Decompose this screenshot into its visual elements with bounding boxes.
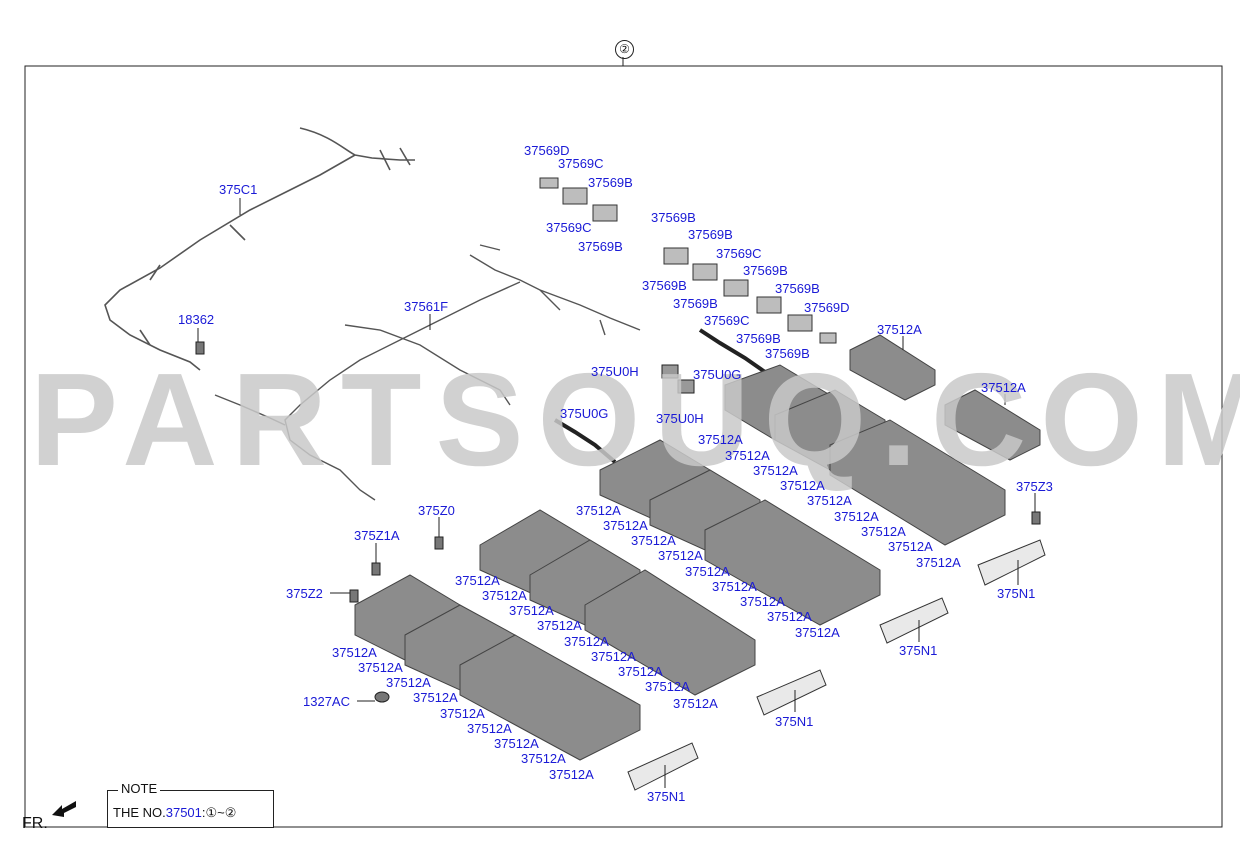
part-label-375u0g-b[interactable]: 375U0G — [560, 406, 609, 421]
front-direction: FR. — [22, 801, 76, 833]
part-label-37512a-g4e[interactable]: 37512A — [807, 493, 852, 508]
part-label-37512a-g3g[interactable]: 37512A — [740, 594, 785, 609]
part-label-37512a-g3e[interactable]: 37512A — [685, 564, 730, 579]
wiring-harness-375C1 — [104, 127, 415, 371]
wiring-harness-37561F — [214, 244, 641, 501]
part-label-37569b-h[interactable]: 37569B — [673, 296, 718, 311]
part-label-1327ac[interactable]: 1327AC — [303, 694, 350, 709]
part-label-37561f[interactable]: 37561F — [404, 299, 449, 314]
part-label-375n1-c[interactable]: 375N1 — [775, 714, 814, 729]
part-label-37512a-g3h[interactable]: 37512A — [767, 609, 812, 624]
part-label-37512a-g1d[interactable]: 37512A — [413, 690, 458, 705]
side-covers — [627, 539, 1046, 791]
fr-label: FR. — [22, 815, 48, 832]
part-label-37512a-g4a[interactable]: 37512A — [698, 432, 743, 447]
part-label-37569c-b[interactable]: 37569C — [546, 220, 592, 235]
part-label-375c1[interactable]: 375C1 — [219, 182, 258, 197]
part-label-37512a-g1i[interactable]: 37512A — [549, 767, 594, 782]
part-label-37512a-top1[interactable]: 37512A — [877, 322, 922, 337]
part-label-37569b-a[interactable]: 37569B — [588, 175, 633, 190]
part-label-375z0[interactable]: 375Z0 — [418, 503, 455, 518]
part-label-37512a-g2e[interactable]: 37512A — [564, 634, 609, 649]
leader-lines — [197, 198, 1036, 788]
part-label-37569b-e[interactable]: 37569B — [743, 263, 788, 278]
part-label-375u0h-b[interactable]: 375U0H — [656, 411, 704, 426]
note-suffix: :①~② — [201, 805, 237, 820]
reference-circle: ② — [615, 40, 634, 59]
part-label-37512a-g1h[interactable]: 37512A — [521, 751, 566, 766]
part-label-37569b-d[interactable]: 37569B — [688, 227, 733, 242]
part-label-37512a-g3i[interactable]: 37512A — [795, 625, 840, 640]
part-label-375n1-a[interactable]: 375N1 — [997, 586, 1036, 601]
part-label-37512a-g2a[interactable]: 37512A — [455, 573, 500, 588]
part-label-37512a-g3a[interactable]: 37512A — [576, 503, 621, 518]
part-label-37569b-i[interactable]: 37569B — [736, 331, 781, 346]
part-label-37512a-g1a[interactable]: 37512A — [332, 645, 377, 660]
part-label-37512a-g1g[interactable]: 37512A — [494, 736, 539, 751]
part-label-375n1-d[interactable]: 375N1 — [647, 789, 686, 804]
part-label-375z1a[interactable]: 375Z1A — [354, 528, 400, 543]
part-label-37512a-g4f[interactable]: 37512A — [834, 509, 879, 524]
part-label-37512a-g2c[interactable]: 37512A — [509, 603, 554, 618]
note-prefix: THE NO. — [113, 805, 166, 820]
part-label-37569b-j[interactable]: 37569B — [765, 346, 810, 361]
part-label-18362[interactable]: 18362 — [178, 312, 215, 327]
part-label-37512a-g3b[interactable]: 37512A — [603, 518, 648, 533]
part-label-37512a-g2g[interactable]: 37512A — [618, 664, 663, 679]
note-part-number[interactable]: 37501 — [165, 805, 202, 820]
part-label-37512a-g3c[interactable]: 37512A — [631, 533, 676, 548]
part-label-375u0h-a[interactable]: 375U0H — [591, 364, 639, 379]
part-label-37512a-g3f[interactable]: 37512A — [712, 579, 757, 594]
part-label-37569c-d[interactable]: 37569C — [704, 313, 750, 328]
part-label-37512a-g4g[interactable]: 37512A — [861, 524, 906, 539]
part-label-37512a-g4b[interactable]: 37512A — [725, 448, 770, 463]
part-label-37569c-a[interactable]: 37569C — [558, 156, 604, 171]
part-label-37569d-b[interactable]: 37569D — [804, 300, 850, 315]
part-label-37569b-g[interactable]: 37569B — [642, 278, 687, 293]
part-label-37569b-b[interactable]: 37569B — [578, 239, 623, 254]
part-label-37512a-g1b[interactable]: 37512A — [358, 660, 403, 675]
note-title: NOTE — [118, 781, 161, 796]
note-text: THE NO.37501:①~② — [113, 805, 236, 821]
busbars — [553, 328, 767, 464]
part-label-375n1-b[interactable]: 375N1 — [899, 643, 938, 658]
part-label-37569b-f[interactable]: 37569B — [775, 281, 820, 296]
bolts — [195, 341, 1041, 703]
part-label-37512a-g2f[interactable]: 37512A — [591, 649, 636, 664]
part-label-37569b-c[interactable]: 37569B — [651, 210, 696, 225]
part-label-37512a-g1e[interactable]: 37512A — [440, 706, 485, 721]
note-box — [107, 790, 274, 828]
part-label-37512a-g2b[interactable]: 37512A — [482, 588, 527, 603]
connector-brackets — [539, 177, 837, 344]
part-label-37512a-g4d[interactable]: 37512A — [780, 478, 825, 493]
part-label-37512a-g2d[interactable]: 37512A — [537, 618, 582, 633]
part-label-37569c-c[interactable]: 37569C — [716, 246, 762, 261]
part-label-37512a-g3d[interactable]: 37512A — [658, 548, 703, 563]
part-label-37512a-g1c[interactable]: 37512A — [386, 675, 431, 690]
part-label-37569d-a[interactable]: 37569D — [524, 143, 570, 158]
part-label-37512a-g2h[interactable]: 37512A — [645, 679, 690, 694]
part-label-37512a-top2[interactable]: 37512A — [981, 380, 1026, 395]
part-label-375z3[interactable]: 375Z3 — [1016, 479, 1053, 494]
front-arrow-icon — [52, 801, 76, 817]
battery-modules — [354, 334, 1041, 761]
part-label-37512a-g4c[interactable]: 37512A — [753, 463, 798, 478]
part-label-37512a-g4h[interactable]: 37512A — [888, 539, 933, 554]
part-label-37512a-g4i[interactable]: 37512A — [916, 555, 961, 570]
part-label-37512a-g2i[interactable]: 37512A — [673, 696, 718, 711]
part-label-37512a-g1f[interactable]: 37512A — [467, 721, 512, 736]
part-label-375u0g-a[interactable]: 375U0G — [693, 367, 742, 382]
part-label-375z2[interactable]: 375Z2 — [286, 586, 323, 601]
